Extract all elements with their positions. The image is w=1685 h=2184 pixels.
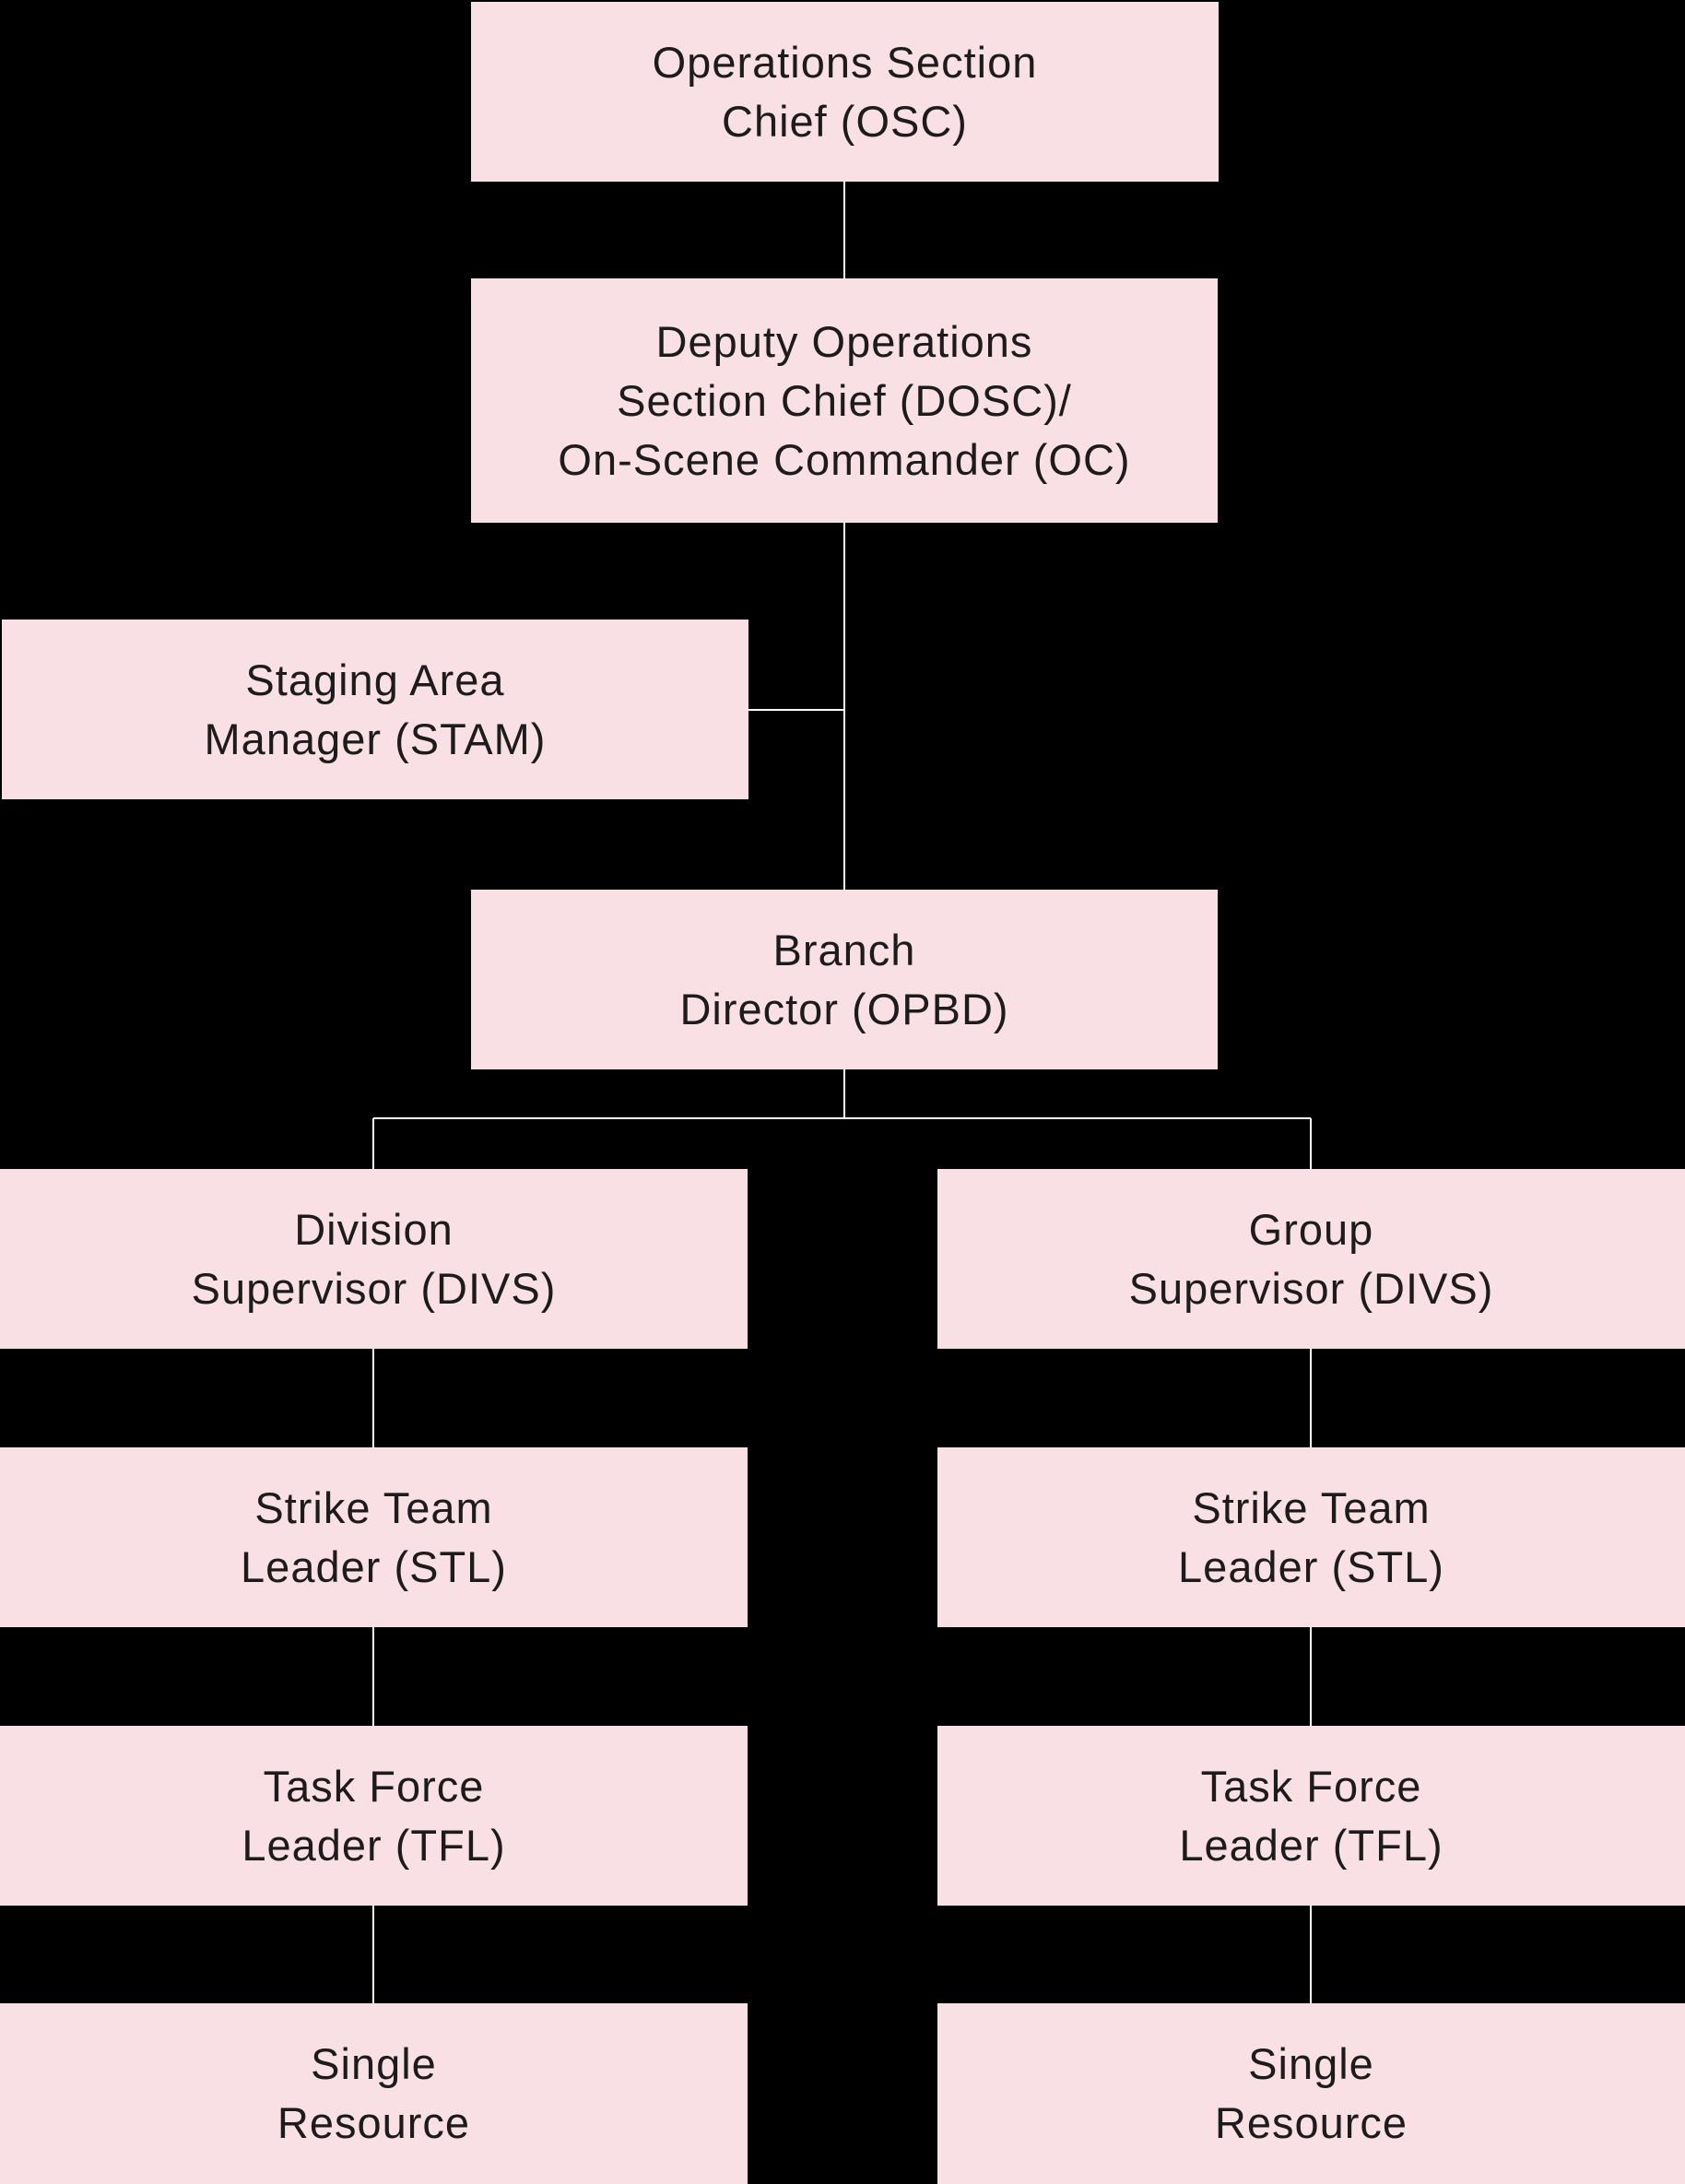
node-label-line: Group	[1248, 1204, 1374, 1254]
node-label-line: Strike Team	[254, 1482, 493, 1532]
node-label-line: Leader (TFL)	[1179, 1820, 1443, 1870]
node-label-line: Director (OPBD)	[679, 984, 1009, 1033]
node-label-line: Leader (STL)	[241, 1541, 507, 1591]
node-label-line: Single	[311, 2039, 437, 2088]
node-label-line: Supervisor (DIVS)	[191, 1263, 557, 1313]
node-operations-section-chief: Operations Section Chief (OSC)	[471, 2, 1219, 182]
node-strike-team-leader-right: Strike Team Leader (STL)	[937, 1447, 1685, 1627]
node-division-supervisor: Division Supervisor (DIVS)	[0, 1169, 748, 1349]
node-task-force-leader-left: Task Force Leader (TFL)	[0, 1726, 748, 1906]
node-label-line: Task Force	[1200, 1761, 1422, 1811]
node-single-resource-right: Single Resource	[937, 2003, 1685, 2184]
node-label-line: Resource	[277, 2098, 471, 2147]
node-deputy-operations-section-chief: Deputy Operations Section Chief (DOSC)/ …	[471, 278, 1218, 523]
node-label-line: Section Chief (DOSC)/	[617, 375, 1072, 425]
node-label-line: Supervisor (DIVS)	[1128, 1263, 1494, 1313]
node-branch-director: Branch Director (OPBD)	[471, 890, 1218, 1069]
node-label-line: Leader (TFL)	[242, 1820, 506, 1870]
node-label-line: Resource	[1214, 2098, 1408, 2147]
node-group-supervisor: Group Supervisor (DIVS)	[937, 1169, 1685, 1349]
node-label-line: Division	[294, 1204, 454, 1254]
node-label-line: Single	[1248, 2039, 1374, 2088]
node-label-line: Strike Team	[1192, 1482, 1431, 1532]
node-label-line: Chief (OSC)	[722, 96, 968, 146]
node-task-force-leader-right: Task Force Leader (TFL)	[937, 1726, 1685, 1906]
node-staging-area-manager: Staging Area Manager (STAM)	[2, 620, 748, 799]
node-label-line: Branch	[772, 925, 916, 974]
node-label-line: Manager (STAM)	[204, 714, 547, 763]
node-label-line: Deputy Operations	[655, 316, 1033, 366]
node-label-line: Task Force	[263, 1761, 485, 1811]
node-single-resource-left: Single Resource	[0, 2003, 748, 2184]
node-strike-team-leader-left: Strike Team Leader (STL)	[0, 1447, 748, 1627]
node-label-line: On-Scene Commander (OC)	[558, 434, 1131, 484]
node-label-line: Operations Section	[652, 37, 1038, 87]
node-label-line: Leader (STL)	[1178, 1541, 1444, 1591]
node-label-line: Staging Area	[245, 655, 505, 704]
